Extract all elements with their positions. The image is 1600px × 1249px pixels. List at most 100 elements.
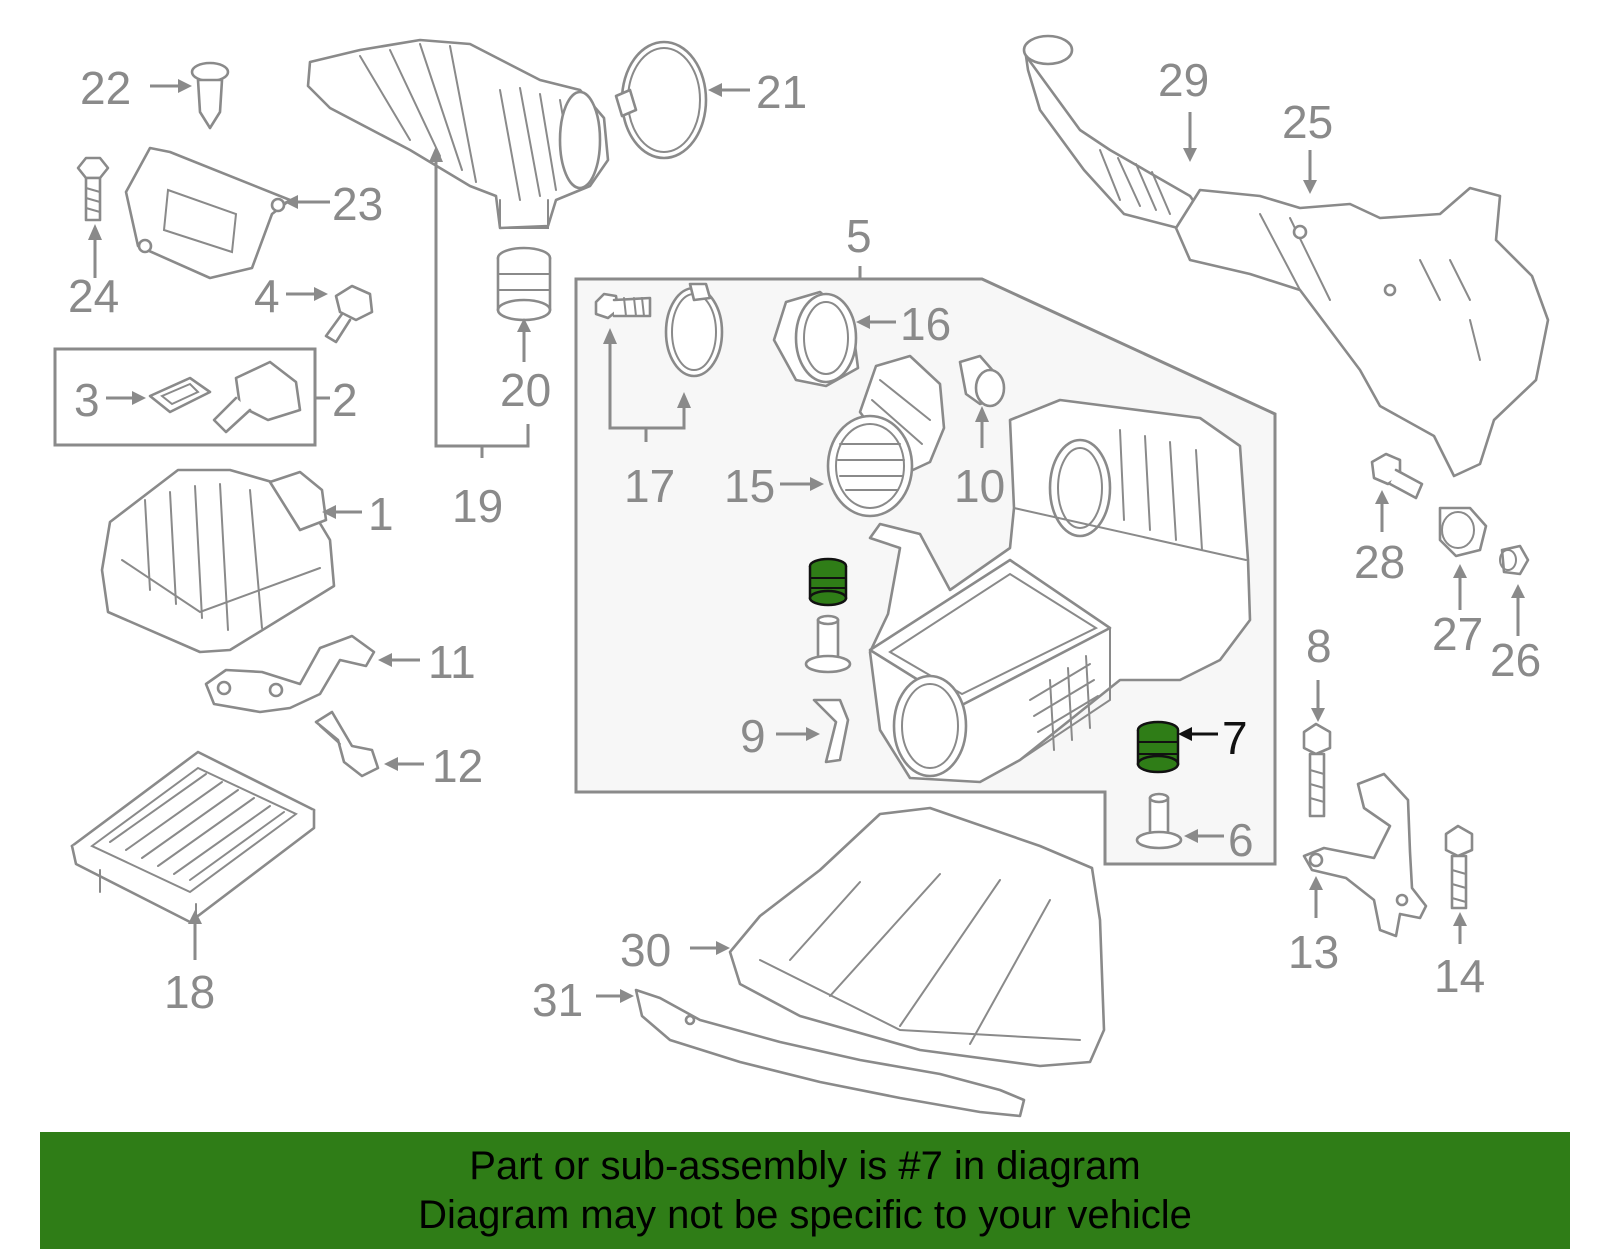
callout-9: 9: [740, 710, 766, 762]
part-11-bracket-icon: [204, 634, 376, 714]
leader-17-arrowhead-icon-2: [677, 392, 691, 408]
callout-16: 16: [900, 298, 951, 350]
callout-29: 29: [1158, 54, 1209, 106]
callout-28: 28: [1354, 536, 1405, 588]
part-6-collar-icon: [804, 614, 852, 674]
leader-11-arrowhead-icon: [378, 653, 392, 667]
part-21-clamp-icon: [614, 40, 708, 160]
part-31-splash-strip-icon: [634, 988, 1026, 1118]
part-7-grommet-icon: [808, 557, 848, 607]
part-24-bolt-icon: [76, 156, 110, 222]
part-7-grommet-icon-2: [1136, 720, 1180, 774]
part-30-under-tray-icon: [728, 806, 1106, 1068]
part-19-intake-duct-icon: [306, 38, 610, 230]
callout-7: 7: [1222, 712, 1248, 764]
banner-line-disclaimer: Diagram may not be specific to your vehi…: [418, 1192, 1192, 1237]
leader-1-arrowhead-icon: [322, 505, 336, 519]
part-17-clamp-icon: [664, 282, 724, 378]
part-4-bolt-icon: [324, 284, 374, 344]
leader-19-arrowhead-icon: [429, 146, 443, 162]
callout-22: 22: [80, 62, 131, 114]
callout-12: 12: [432, 740, 483, 792]
part-18-air-filter-icon: [70, 750, 316, 924]
callout-5: 5: [846, 210, 872, 262]
part-25-resonator-icon: [1174, 186, 1550, 478]
callout-27: 27: [1432, 608, 1483, 660]
leader-18-arrowhead-icon: [188, 910, 202, 924]
leader-25-arrowhead-icon: [1303, 180, 1317, 194]
part-10-fitting-icon: [958, 354, 1006, 408]
callout-6: 6: [1228, 814, 1254, 866]
part-14-bolt-icon: [1444, 824, 1474, 910]
callout-26: 26: [1490, 634, 1541, 686]
callout-17: 17: [624, 460, 675, 512]
leader-31-arrowhead-icon: [620, 989, 634, 1003]
leader-7-arrowhead-icon: [1178, 727, 1192, 741]
leader-13-arrowhead-icon: [1309, 876, 1323, 890]
callout-1: 1: [368, 488, 394, 540]
part-20-boot-icon: [496, 246, 552, 322]
leader-6-arrowhead-icon: [1184, 829, 1198, 843]
part-5-air-cleaner-housing-icon: [868, 398, 1252, 784]
part-16-boot-icon: [772, 290, 860, 388]
part-28-bolt-icon: [1370, 452, 1424, 500]
part-23-cover-icon: [124, 146, 292, 280]
callout-2: 2: [332, 374, 358, 426]
part-6-collar-icon-2: [1135, 792, 1183, 850]
leader-30-arrowhead-icon: [716, 941, 730, 955]
leader-21-arrowhead-icon: [708, 83, 722, 97]
leader-14-arrowhead-icon: [1453, 912, 1467, 926]
exploded-parts-diagram: 22 24 23 4 3 2 1 11 12 18 19 20 21 5 17 …: [53, 34, 1550, 1118]
part-15-intake-tube-icon: [826, 354, 946, 518]
callout-30: 30: [620, 924, 671, 976]
callout-14: 14: [1434, 950, 1485, 1002]
callout-10: 10: [954, 460, 1005, 512]
callout-8: 8: [1306, 620, 1332, 672]
part-13-bracket-icon: [1302, 772, 1428, 938]
info-banner: Part or sub-assembly is #7 in diagram Di…: [40, 1132, 1570, 1249]
leader-8-arrowhead-icon: [1311, 708, 1325, 722]
callout-13: 13: [1288, 926, 1339, 978]
leader-24-arrowhead-icon: [88, 224, 102, 240]
callout-11: 11: [428, 636, 476, 688]
callout-19: 19: [452, 480, 503, 532]
leader-3-arrowhead-icon: [132, 391, 146, 405]
leader-15-arrowhead-icon: [810, 477, 824, 491]
part-17-bolt-icon: [594, 292, 652, 320]
leader-22-arrowhead-icon: [178, 79, 192, 93]
leader-28-arrowhead-icon: [1375, 490, 1389, 504]
part-27-grommet-icon: [1438, 506, 1488, 558]
leader-12-arrowhead-icon: [384, 757, 398, 771]
leader-16-arrowhead-icon: [856, 315, 870, 329]
part-22-clip-icon: [190, 61, 230, 130]
callout-21: 21: [756, 66, 807, 118]
leader-26-arrowhead-icon: [1511, 584, 1525, 598]
leader-27-arrowhead-icon: [1453, 564, 1467, 578]
leader-9-arrowhead-icon: [806, 727, 820, 741]
callout-31: 31: [532, 974, 583, 1026]
leader-23-arrowhead-icon: [284, 195, 298, 209]
callout-4: 4: [254, 270, 280, 322]
leader-4-arrowhead-icon: [314, 287, 328, 301]
part-26-cap-icon: [1499, 544, 1530, 576]
leader-20-arrowhead-icon: [517, 318, 531, 332]
banner-line-part-number: Part or sub-assembly is #7 in diagram: [469, 1143, 1141, 1188]
part-8-bolt-icon: [1302, 722, 1332, 818]
leader-29-arrowhead-icon: [1183, 148, 1197, 162]
callout-24: 24: [68, 270, 119, 322]
callout-3: 3: [74, 374, 100, 426]
callout-18: 18: [164, 966, 215, 1018]
leader-10-arrowhead-icon: [975, 406, 989, 422]
callout-15: 15: [724, 460, 775, 512]
part-9-clip-icon: [812, 698, 850, 764]
callout-20: 20: [500, 364, 551, 416]
group-box-2-3: [53, 347, 317, 447]
leader-17-arrowhead-icon: [603, 328, 617, 344]
part-3-gasket-icon: [148, 376, 212, 414]
part-1-air-cleaner-cover-icon: [100, 468, 336, 654]
callout-23: 23: [332, 178, 383, 230]
part-2-sensor-icon: [212, 360, 302, 434]
part-12-bolt-icon: [314, 710, 380, 778]
callout-25: 25: [1282, 96, 1333, 148]
